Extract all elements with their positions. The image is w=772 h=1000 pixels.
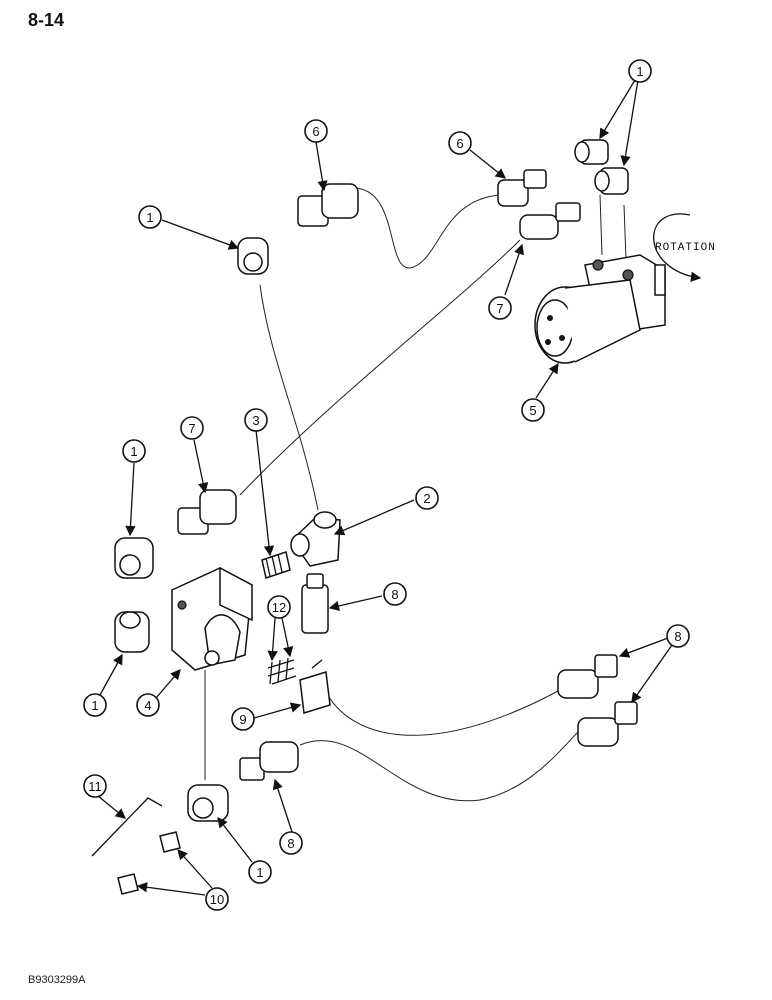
figure-code: B9303299A [28,974,86,986]
hose-top-loop [349,187,501,269]
svg-text:1: 1 [256,865,263,880]
svg-text:1: 1 [146,210,153,225]
svg-text:7: 7 [496,301,503,316]
svg-text:1: 1 [130,444,137,459]
hose-lines [204,187,627,802]
springs-12 [267,657,297,685]
callout-1-upper-left: 1 [138,205,162,229]
hose-upper-left [259,284,319,511]
callout-5: 5 [521,398,545,422]
tee-fitting [290,511,341,567]
svg-text:6: 6 [312,124,319,139]
callout-2: 2 [415,486,439,510]
callout-11: 11 [83,774,107,798]
hose-motor-ports [599,194,627,261]
rotation-indicator: ROTATION [653,213,716,282]
hose-motor-to-valve [239,239,521,496]
hose-fitting-8-vertical [301,573,329,634]
hose-fittings-7 [177,202,581,535]
callout-1-lower-left: 1 [83,693,107,717]
hose-fitting-8-lower [239,741,299,781]
svg-text:3: 3 [252,413,259,428]
valve-block [171,566,253,671]
svg-text:5: 5 [529,403,536,418]
callout-3: 3 [244,408,268,432]
hydraulic-motor [534,254,666,364]
svg-text:12: 12 [272,600,286,615]
svg-text:4: 4 [144,698,151,713]
svg-text:1: 1 [636,64,643,79]
callout-10: 10 [205,887,229,911]
callout-4: 4 [136,693,160,717]
wire-11 [91,797,163,857]
svg-text:8: 8 [287,836,294,851]
callout-8-mid: 8 [383,582,407,606]
callout-circles: 1 6 6 1 7 5 3 7 1 2 8 12 8 1 4 9 11 8 1 … [83,59,690,911]
callout-1-bottom: 1 [248,860,272,884]
elbow-fitting-upper-left [237,237,269,275]
callout-6-right: 6 [448,131,472,155]
svg-text:1: 1 [91,698,98,713]
elbow-fitting-bottom [187,784,229,822]
hose-lower-2 [299,729,581,802]
hose-fittings-8-right [557,654,638,747]
spring-3 [261,551,291,579]
hose-fittings-6 [297,169,547,227]
clips-10 [117,831,181,895]
svg-text:2: 2 [423,491,430,506]
svg-text:11: 11 [88,779,102,794]
callout-8-right: 8 [666,624,690,648]
hose-lower-1 [324,689,561,736]
svg-text:8: 8 [674,629,681,644]
clip-9 [299,659,331,714]
callout-8-bottom: 8 [279,831,303,855]
svg-text:10: 10 [210,892,224,907]
callout-leaders [97,79,673,896]
callout-9: 9 [231,707,255,731]
svg-text:7: 7 [188,421,195,436]
svg-text:6: 6 [456,136,463,151]
elbow-fittings-top [574,139,629,195]
callout-6-top: 6 [304,119,328,143]
callout-12: 12 [267,595,291,619]
page-number: 8-14 [28,10,65,30]
rotation-label: ROTATION [655,242,716,254]
svg-text:9: 9 [239,712,246,727]
callout-7-lower: 7 [180,416,204,440]
svg-text:8: 8 [391,587,398,602]
callout-1-top-right: 1 [628,59,652,83]
callout-7-upper: 7 [488,296,512,320]
callout-1-left: 1 [122,439,146,463]
elbow-fittings-left [114,537,154,653]
